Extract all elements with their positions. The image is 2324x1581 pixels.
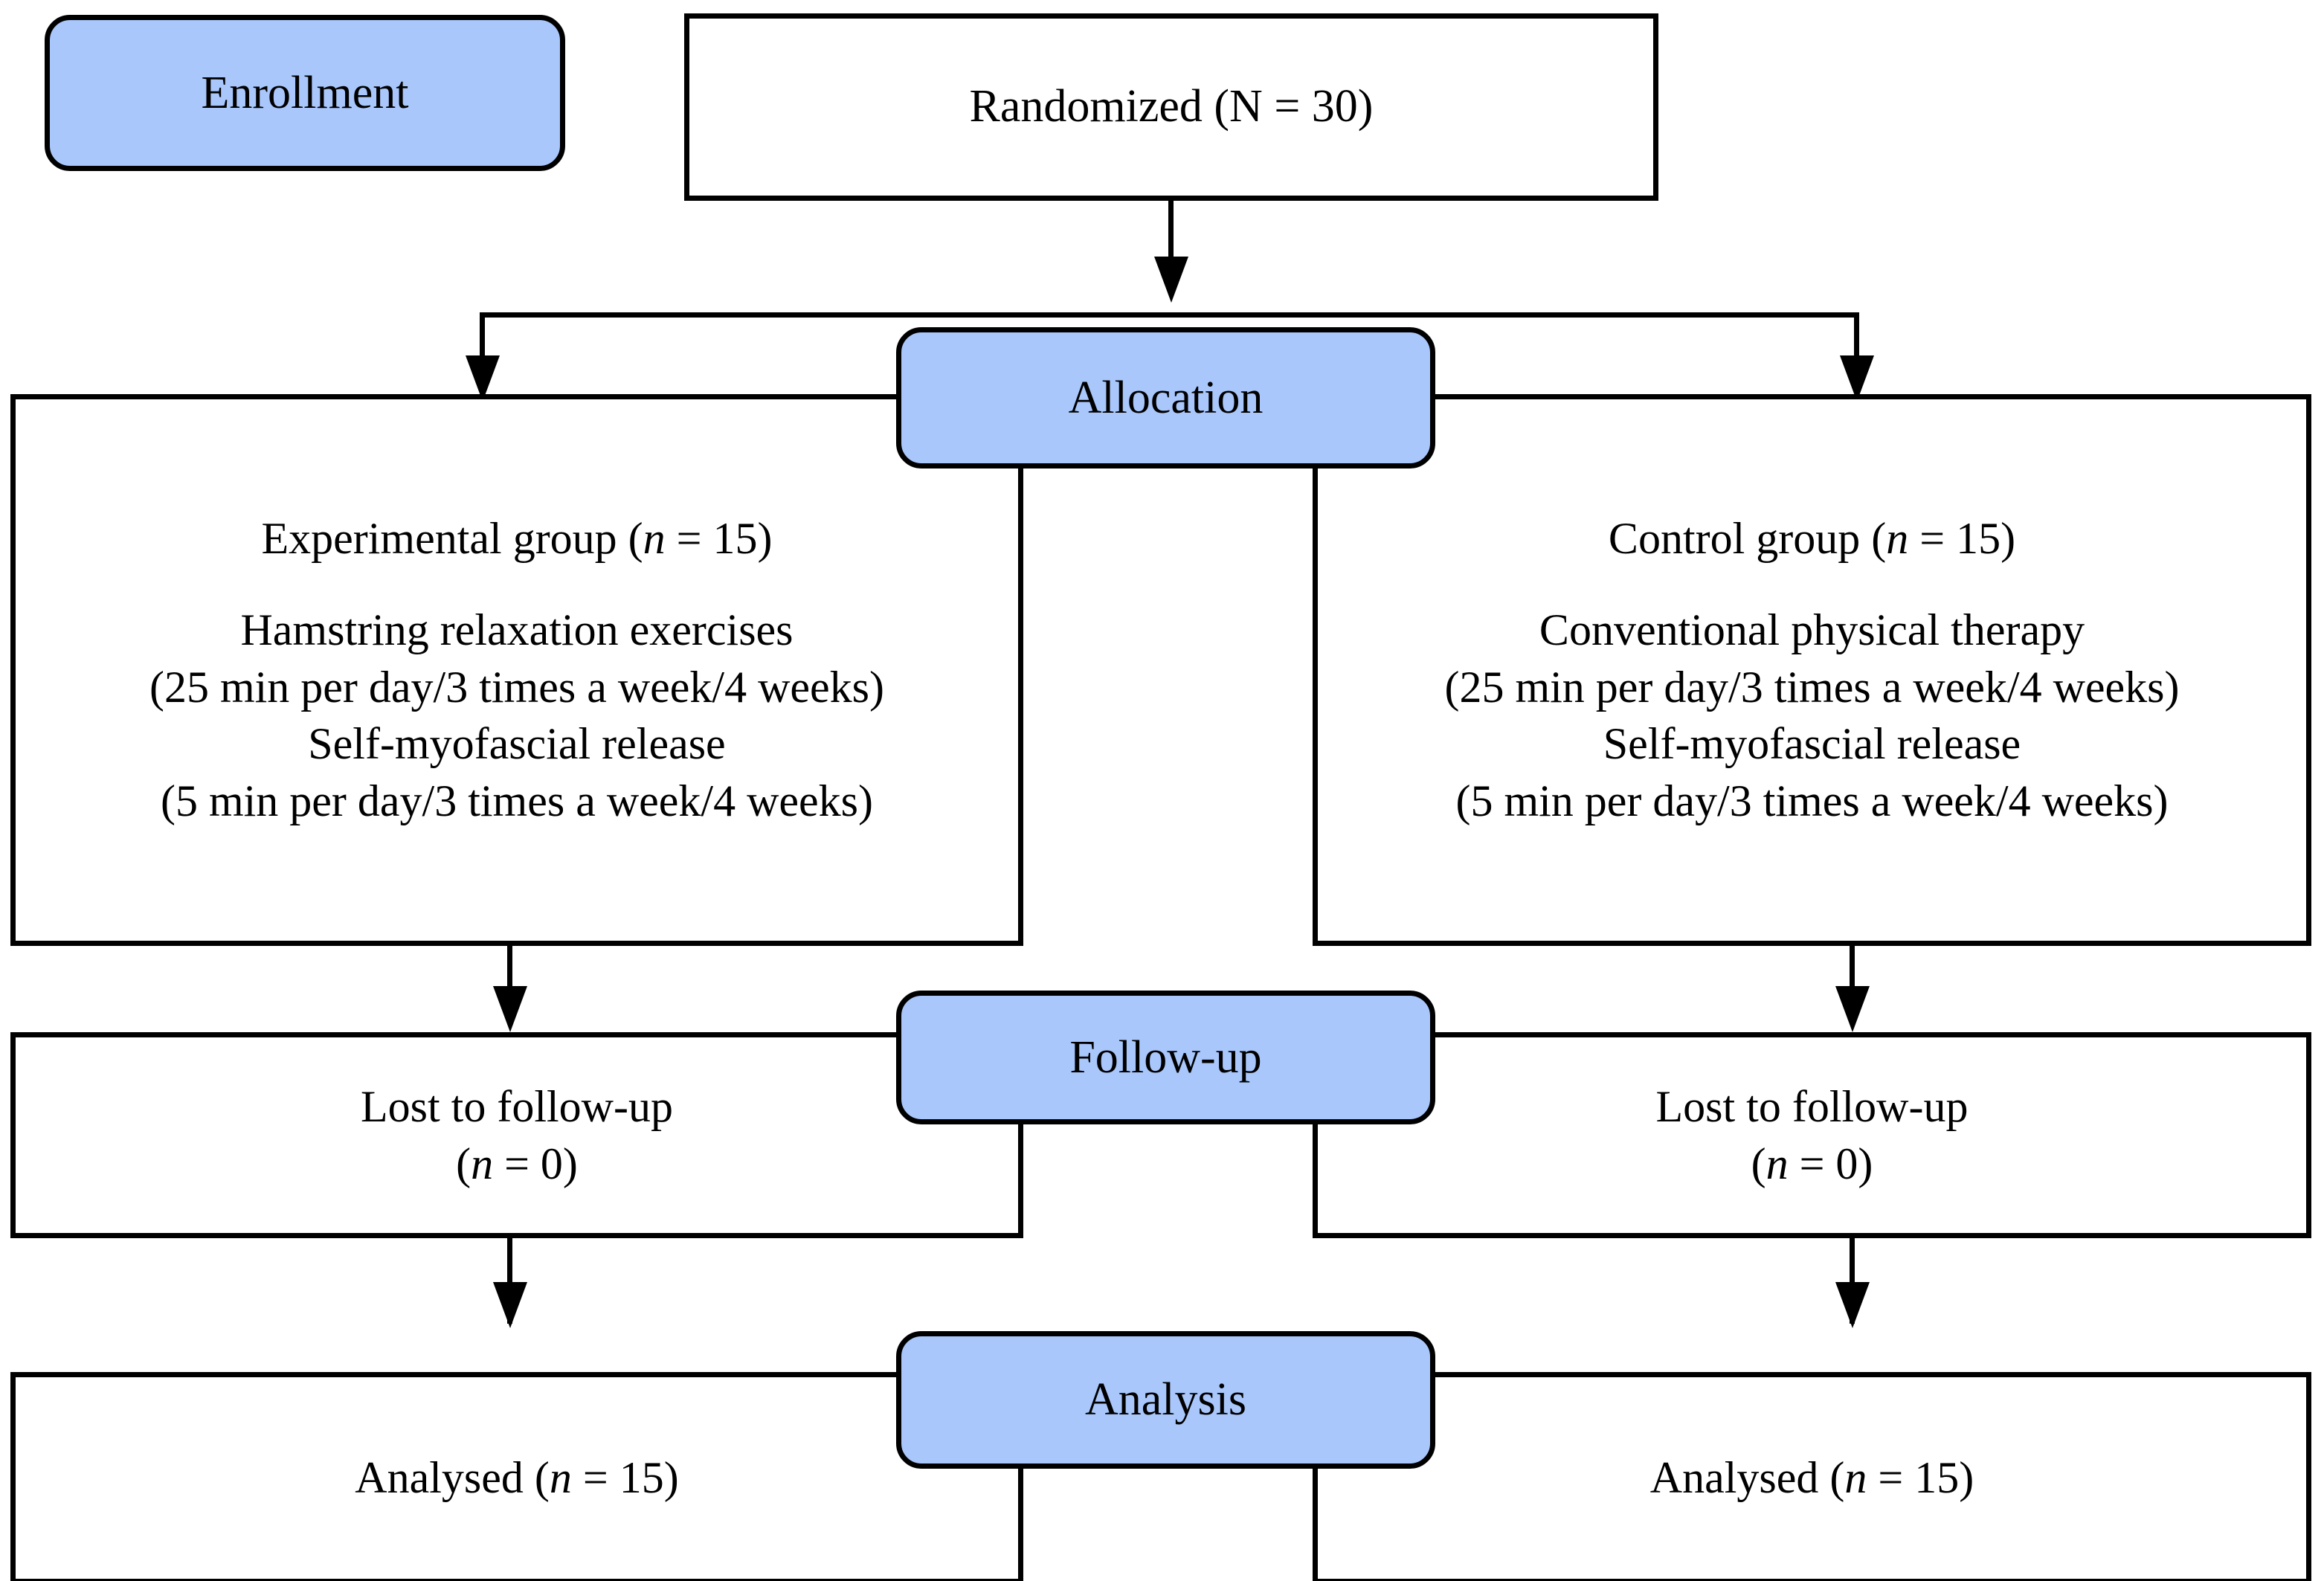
- connector-split-right-drop: [1854, 312, 1859, 364]
- node-experimental-group: Experimental group (n = 15) Hamstring re…: [10, 394, 1023, 946]
- followup-experimental-label: Lost to follow-up: [361, 1081, 673, 1131]
- connector-split-bar: [480, 312, 1859, 318]
- stage-badge-analysis: Analysis: [896, 1331, 1435, 1469]
- node-randomized-label: Randomized (N = 30): [969, 81, 1374, 132]
- stage-badge-followup: Follow-up: [896, 991, 1435, 1124]
- arrowhead-control-followup: [1835, 986, 1870, 1032]
- followup-experimental-count: (n = 0): [456, 1139, 578, 1188]
- experimental-dose-2: (5 min per day/3 times a week/4 weeks): [160, 776, 874, 826]
- arrowhead-randomized-split: [1154, 257, 1188, 303]
- arrowhead-to-experimental-group: [466, 355, 500, 402]
- connector-experimental-to-followup: [507, 946, 512, 1024]
- analysed-experimental-label: Analysed (n = 15): [355, 1453, 679, 1503]
- stage-label-followup: Follow-up: [1069, 1031, 1262, 1083]
- control-dose-1: (25 min per day/3 times a week/4 weeks): [1444, 662, 2180, 712]
- control-intervention-1: Conventional physical therapy: [1539, 605, 2085, 654]
- node-analysed-experimental: Analysed (n = 15): [10, 1372, 1023, 1581]
- experimental-group-title: Experimental group (n = 15): [261, 514, 773, 563]
- node-followup-experimental: Lost to follow-up (n = 0): [10, 1032, 1023, 1238]
- connector-control-to-followup: [1850, 946, 1855, 1024]
- control-intervention-2: Self-myofascial release: [1603, 719, 2021, 769]
- experimental-intervention-1: Hamstring relaxation exercises: [240, 605, 794, 654]
- control-group-title: Control group (n = 15): [1608, 514, 2016, 563]
- node-analysed-control: Analysed (n = 15): [1313, 1372, 2311, 1581]
- followup-control-count: (n = 0): [1751, 1139, 1873, 1188]
- experimental-intervention-2: Self-myofascial release: [308, 719, 726, 769]
- analysed-control-label: Analysed (n = 15): [1649, 1453, 1974, 1503]
- arrowhead-analysis-control: [1835, 1282, 1870, 1328]
- stage-label-allocation: Allocation: [1068, 372, 1264, 423]
- control-dose-2: (5 min per day/3 times a week/4 weeks): [1455, 776, 2169, 826]
- experimental-dose-1: (25 min per day/3 times a week/4 weeks): [149, 662, 885, 712]
- stage-badge-allocation: Allocation: [896, 327, 1435, 468]
- arrowhead-to-control-group: [1840, 355, 1874, 402]
- connector-split-left-drop: [480, 312, 485, 364]
- stage-label-analysis: Analysis: [1085, 1374, 1246, 1425]
- node-control-group: Control group (n = 15) Conventional phys…: [1313, 394, 2311, 946]
- stage-label-enrollment: Enrollment: [201, 67, 409, 118]
- arrowhead-analysis-experimental: [493, 1282, 527, 1328]
- connector-followup-to-analysis-left: [507, 1238, 512, 1324]
- connector-followup-to-analysis-right: [1850, 1238, 1855, 1324]
- connector-randomized-stem: [1168, 201, 1174, 264]
- node-followup-control: Lost to follow-up (n = 0): [1313, 1032, 2311, 1238]
- followup-control-label: Lost to follow-up: [1655, 1081, 1969, 1131]
- node-randomized: Randomized (N = 30): [684, 13, 1658, 201]
- arrowhead-experimental-followup: [493, 986, 527, 1032]
- stage-badge-enrollment: Enrollment: [45, 15, 565, 171]
